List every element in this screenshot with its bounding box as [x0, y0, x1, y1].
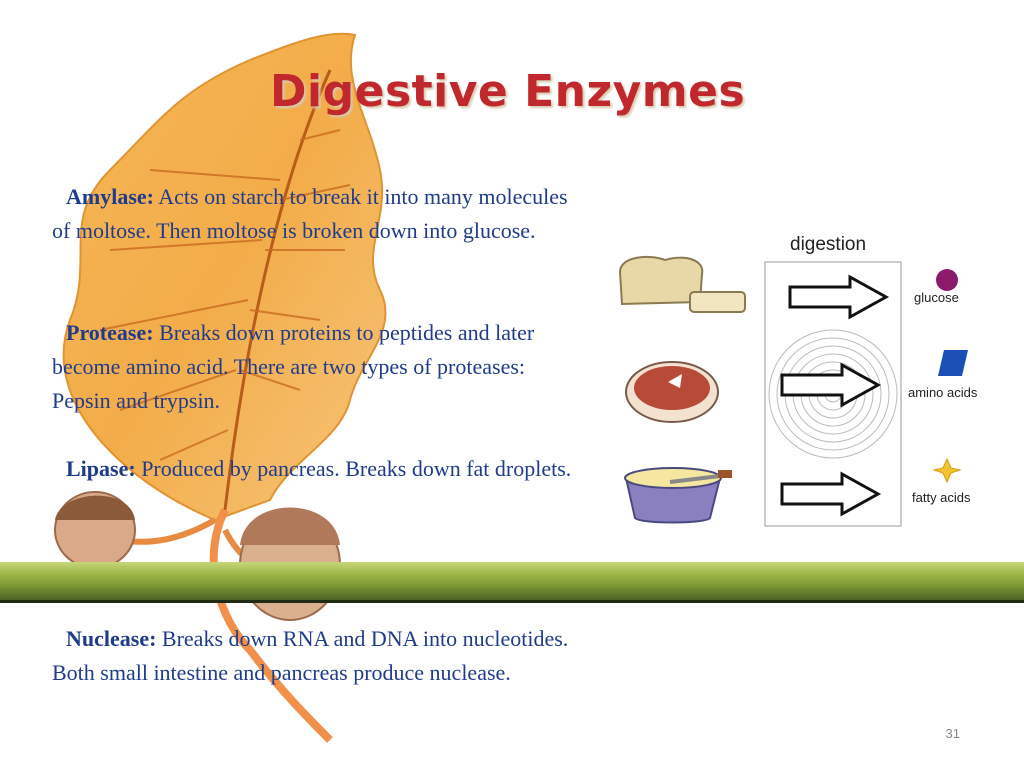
digestion-diagram: digestion glucose amino acids fatty acid… [610, 232, 1010, 532]
divider-line [0, 600, 1024, 603]
diagram-title: digestion [790, 234, 867, 255]
protease-paragraph: Protease: Breaks down proteins to peptid… [52, 316, 572, 418]
butter-bowl-icon [624, 467, 732, 524]
amylase-description: Acts on starch to break it into many mol… [52, 184, 568, 243]
glucose-label: glucose [914, 290, 959, 305]
amylase-paragraph: Amylase: Acts on starch to break it into… [52, 180, 572, 248]
grass-divider-band [0, 562, 1024, 600]
digestion-diagram-graphic [618, 255, 968, 527]
leaf-blade [62, 32, 387, 522]
lipase-term: Lipase: [66, 456, 136, 481]
parallelogram-icon [938, 350, 968, 376]
lipase-description: Produced by pancreas. Breaks down fat dr… [135, 456, 572, 481]
fatty-acids-label: fatty acids [912, 490, 971, 505]
slide-title: Digestive Enzymes [270, 66, 746, 117]
arrow-right-icon [780, 362, 882, 408]
nuclease-term: Nuclease: [66, 626, 157, 651]
page-number: 31 [945, 726, 960, 741]
nuclease-paragraph: Nuclease: Breaks down RNA and DNA into n… [52, 622, 592, 690]
star-icon [932, 457, 962, 484]
protease-term: Protease: [66, 320, 154, 345]
amino-acids-label: amino acids [908, 385, 978, 400]
arrow-right-icon [780, 471, 882, 517]
arrow-right-icon [788, 274, 890, 320]
circle-icon [936, 269, 958, 291]
nuclease-description: Breaks down RNA and DNA into nucleotides… [52, 626, 569, 685]
lipase-paragraph: Lipase: Produced by pancreas. Breaks dow… [52, 452, 572, 486]
meat-icon [625, 361, 719, 423]
amylase-term: Amylase: [66, 184, 154, 209]
protease-description: Breaks down proteins to peptides and lat… [52, 320, 535, 413]
bread-icon [618, 255, 746, 313]
